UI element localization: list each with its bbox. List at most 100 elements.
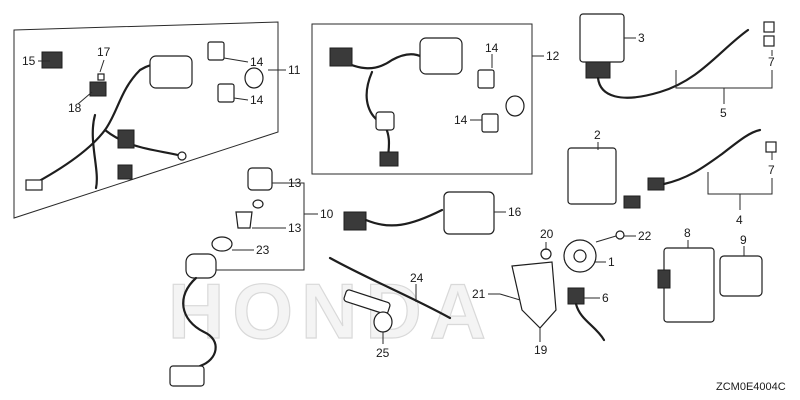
bolt-20 [540,248,552,260]
clip-17 [97,73,105,81]
knob-25 [343,289,391,315]
terminal-7a [763,21,775,33]
diagram-code: ZCM0E4004C [716,381,786,393]
parts-2-4 [567,128,777,209]
callout-24: 24 [410,271,424,285]
callout-13b: 13 [288,221,302,235]
wire-16 [364,208,444,227]
callout-6: 6 [602,291,609,305]
bolt-22-head [615,230,625,240]
key-14b [217,83,235,103]
leader-14a [223,57,249,63]
assembly-12-harness [311,23,533,175]
callout-1: 1 [608,255,615,269]
parts-24-25 [328,256,452,333]
connector-4 [647,177,665,191]
bolt-21 [499,293,521,301]
parts-cluster-1-19 [499,230,625,342]
callout-9: 9 [740,233,747,247]
harness-4 [662,128,762,186]
connector-12b [379,151,399,167]
key-14c [477,69,495,89]
callout-23: 23 [256,243,270,257]
callout-12: 12 [546,49,560,63]
washer-10 [252,199,264,209]
grommet-25 [373,311,393,333]
unit-16 [443,191,495,235]
key-14a [207,41,225,61]
terminal-7a2 [763,35,775,47]
parts-8-9 [657,247,763,323]
callout-13a: 13 [288,176,302,190]
connector-11a [117,129,135,149]
leader-17 [99,59,105,73]
connector-6 [567,287,585,305]
plug-10 [169,365,205,387]
parts-3-5 [579,13,775,99]
o-ring-14b [505,95,525,117]
connector-12a [329,47,353,67]
assembly-10 [169,167,273,387]
callout-14c: 14 [485,41,499,55]
connector-18 [89,81,107,97]
key-14d [481,113,499,133]
assembly-11-frame [13,21,279,219]
callout-10: 10 [320,207,334,221]
callout-18: 18 [68,101,82,115]
plug-12 [375,111,395,131]
cover-9 [719,255,763,297]
rotor-hub-1 [573,249,587,263]
leader-lines [38,37,773,344]
leader-14b [233,97,249,101]
cable-10 [182,276,217,368]
wire-6 [574,302,606,342]
callout-5: 5 [720,106,727,120]
bracket-10 [216,182,305,271]
callout-25: 25 [376,346,390,360]
callout-15: 15 [22,54,36,68]
ignition-switch-11 [149,55,193,89]
terminal-11 [177,151,187,161]
callout-14b: 14 [250,93,264,107]
callout-14d: 14 [454,113,468,127]
terminal-7b [765,141,777,153]
connector-2 [623,195,641,209]
bolt-22 [595,235,617,243]
grommet-23 [211,236,233,252]
harness-branch-11a [103,128,184,158]
callout-14a: 14 [250,55,264,69]
callout-16: 16 [508,205,522,219]
callout-numbers: 15 17 18 14 14 11 14 14 12 13 13 23 10 1… [22,31,775,360]
regulator-3 [579,13,625,63]
harness-wire-12 [338,53,430,70]
leader-18 [77,91,93,105]
module-8 [663,247,715,323]
connector-3 [585,61,611,79]
connector-11b [117,164,133,180]
callout-3: 3 [638,31,645,45]
callout-7b: 7 [768,163,775,177]
bracket-4 [707,172,773,195]
regulator-2 [567,147,617,205]
callout-7a: 7 [768,55,775,69]
ignition-switch-12 [419,37,463,75]
switch-13a [247,167,273,191]
callout-22: 22 [638,229,652,243]
bracket-19 [511,261,557,329]
harness-5 [596,28,750,99]
watermark: HONDA [168,267,494,355]
switch-13b [235,211,253,229]
assembly-11-main-harness [13,21,279,219]
assembly-12-frame [311,23,533,175]
callout-19: 19 [534,343,548,357]
callout-17: 17 [97,45,111,59]
part-16 [343,191,495,235]
callout-4: 4 [736,213,743,227]
cable-24 [328,256,452,320]
o-ring-14 [244,67,264,89]
connector-11c [25,179,43,191]
connector-16 [343,211,367,231]
connector-15 [41,51,63,69]
connector-8 [657,269,671,289]
